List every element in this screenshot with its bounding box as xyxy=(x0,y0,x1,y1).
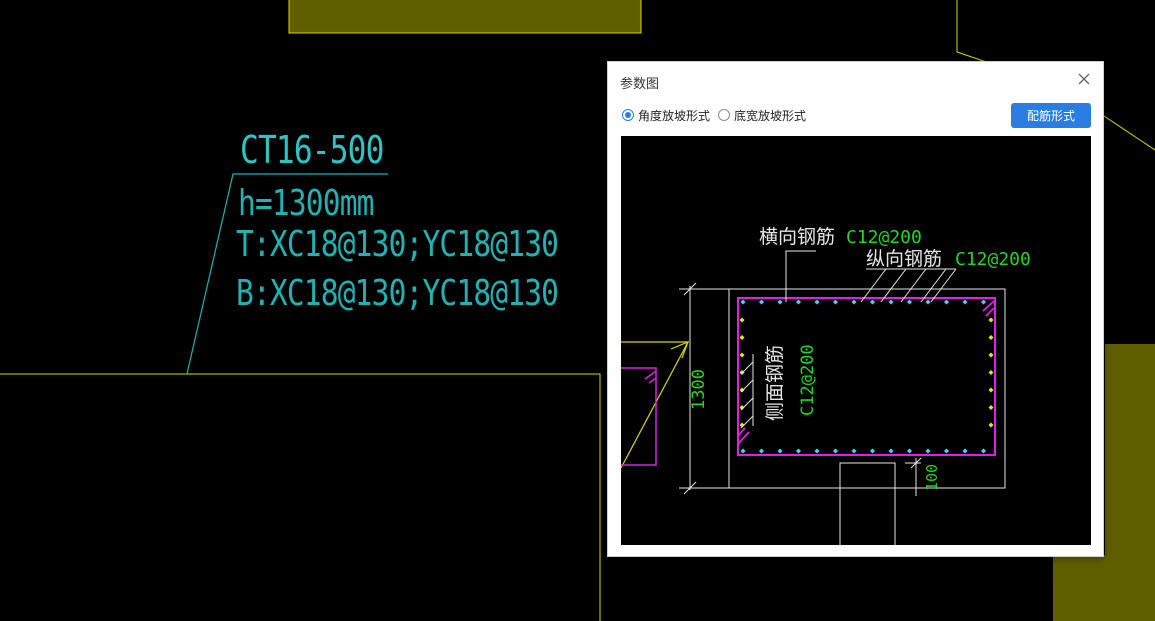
diagram-cage-hook-bl xyxy=(737,431,750,445)
rebar-dot xyxy=(980,448,987,454)
cad-olive-block-top xyxy=(288,0,642,34)
diagram-transverse-label: 横向钢筋 xyxy=(759,226,835,248)
diagram-rebar-cage xyxy=(737,297,996,456)
diagram-slope-edge xyxy=(621,341,689,469)
cad-label-height: h=1300mm xyxy=(238,183,374,224)
cad-olive-block-bottom-right xyxy=(1053,555,1155,621)
rebar-dot xyxy=(795,299,802,305)
radio-angle-slope[interactable]: 角度放坡形式 xyxy=(622,107,710,124)
rebar-dot xyxy=(980,299,987,305)
rebar-dot xyxy=(739,387,745,393)
rebar-dot xyxy=(988,404,994,411)
close-icon[interactable] xyxy=(1075,70,1093,88)
diagram-pile xyxy=(839,462,896,545)
rebar-dot xyxy=(777,299,783,305)
dialog-title: 参数图 xyxy=(620,77,660,92)
parameter-diagram-dialog: 参数图 角度放坡形式 底宽放坡形式 配筋形式 xyxy=(607,61,1104,557)
rebar-dot xyxy=(814,448,820,454)
rebar-dot xyxy=(869,299,876,305)
rebar-dot xyxy=(795,448,802,454)
diagram-height-tick-top xyxy=(683,282,697,296)
diagram-cage-hook-bl2 xyxy=(737,427,746,437)
diagram-longitudinal-leaders xyxy=(860,268,957,303)
rebar-dot xyxy=(888,448,894,454)
rebar-dot xyxy=(988,387,994,393)
rebar-dot xyxy=(739,334,745,341)
rebar-dot xyxy=(740,448,746,454)
cad-leader-line xyxy=(186,173,388,375)
rebar-dot xyxy=(739,317,745,323)
diagram-left-rebar-hook xyxy=(644,370,657,380)
rebar-dot xyxy=(832,448,839,454)
rebar-dot xyxy=(739,352,745,358)
rebar-dot xyxy=(962,299,968,305)
rebar-dot xyxy=(832,299,839,305)
diagram-cage-hook-tr2 xyxy=(985,307,995,317)
slope-form-radio-group: 角度放坡形式 底宽放坡形式 xyxy=(622,106,814,124)
rebar-dot xyxy=(988,317,994,323)
diagram-side-value: C12@200 xyxy=(798,344,818,416)
rebar-dot xyxy=(758,448,765,454)
cad-label-title: CT16-500 xyxy=(240,128,384,172)
diagram-side-label: 侧面钢筋 xyxy=(764,345,786,421)
rebar-dot xyxy=(814,299,820,305)
diagram-svg: 横向钢筋 C12@200 纵向钢筋 C12@200 侧面钢筋 C12@200 1… xyxy=(621,226,1031,545)
cad-label-bottom-rebar: B:XC18@130;YC18@130 xyxy=(236,273,559,314)
rebar-dot xyxy=(988,422,994,428)
radio-angle-slope-label: 角度放坡形式 xyxy=(638,108,711,123)
rebar-dot xyxy=(758,299,765,305)
radio-checked-icon xyxy=(622,109,634,121)
diagram-slope-arrow xyxy=(670,340,690,359)
rebar-dot xyxy=(988,369,994,376)
diagram-transverse-value: C12@200 xyxy=(846,227,922,248)
reinforcement-form-button[interactable]: 配筋形式 xyxy=(1011,103,1091,128)
radio-bottom-width-slope-label: 底宽放坡形式 xyxy=(734,108,807,123)
rebar-dot xyxy=(906,448,913,454)
rebar-dot xyxy=(988,352,994,358)
rebar-dot xyxy=(925,448,931,454)
cad-label-top-rebar: T:XC18@130;YC18@130 xyxy=(236,224,559,265)
rebar-dot xyxy=(869,448,876,454)
diagram-longitudinal-label: 纵向钢筋 xyxy=(866,248,942,270)
rebar-dot xyxy=(851,299,857,305)
radio-unchecked-icon xyxy=(718,109,731,121)
rebar-dot xyxy=(906,299,913,305)
diagram-transverse-leader xyxy=(785,250,816,302)
diagram-longitudinal-value: C12@200 xyxy=(955,249,1031,270)
diagram-height-tick-bottom xyxy=(683,481,697,495)
diagram-side-leaders xyxy=(740,361,754,429)
rebar-dot xyxy=(962,448,968,454)
cad-yellow-outline-main xyxy=(0,373,601,621)
rebar-dot xyxy=(740,299,746,305)
rebar-dot xyxy=(851,448,857,454)
rebar-dot xyxy=(943,448,950,454)
rebar-dot xyxy=(943,299,950,305)
diagram-cover-dim-label: 100 xyxy=(923,464,941,491)
parameter-diagram-preview: 横向钢筋 C12@200 纵向钢筋 C12@200 侧面钢筋 C12@200 1… xyxy=(621,136,1091,545)
rebar-dot xyxy=(988,334,994,341)
rebar-dot xyxy=(777,448,783,454)
radio-bottom-width-slope[interactable]: 底宽放坡形式 xyxy=(718,107,806,124)
diagram-cage-hook-tr xyxy=(982,300,995,312)
diagram-left-rebar-hook2 xyxy=(648,377,657,384)
rebar-dot xyxy=(925,299,931,305)
diagram-height-dim-label: 1300 xyxy=(689,369,709,410)
rebar-dot xyxy=(888,299,894,305)
diagram-cover-tick xyxy=(910,457,922,469)
diagram-left-rebar xyxy=(621,367,657,466)
diagram-concrete-outline xyxy=(728,288,1006,489)
